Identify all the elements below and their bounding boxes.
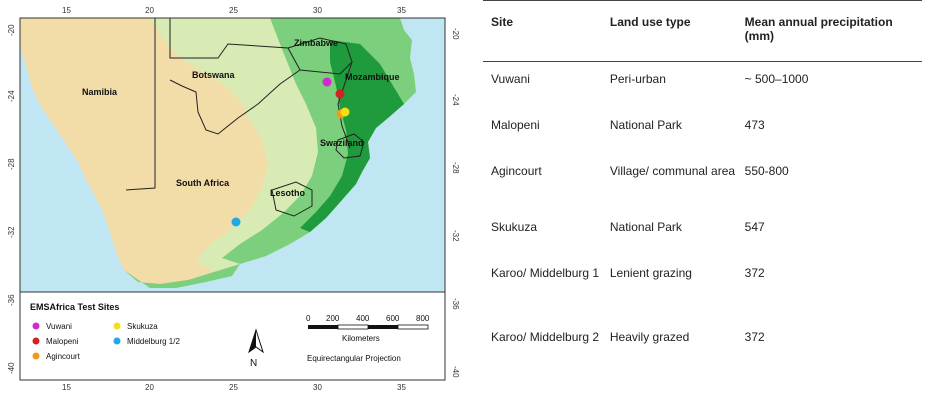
scale-tick: 200 — [326, 314, 340, 323]
table-row: Skukuza National Park 547 — [483, 210, 922, 256]
border-botswana — [169, 18, 301, 135]
north-arrow: N — [248, 328, 264, 369]
header-land-use: Land use type — [608, 0, 744, 62]
table-row: Vuwani Peri-urban ~ 500–1000 — [483, 62, 922, 108]
lat-tick-left: -32 — [7, 226, 16, 238]
label-swaziland: Swaziland — [320, 138, 364, 148]
header-site: Site — [483, 0, 609, 62]
longitude-ticks: 15 20 25 30 35 15 20 25 30 35 — [62, 6, 406, 392]
lon-tick-top: 35 — [397, 6, 406, 15]
site-table: Site Land use type Mean annual precipita… — [483, 0, 922, 384]
map-panel: Namibia Botswana Zimbabwe Mozambique Sou… — [0, 0, 462, 393]
cell-land-use: Village/ communal area — [609, 163, 736, 178]
legend-item-malopeni: Malopeni — [46, 337, 79, 346]
legend-panel — [19, 291, 446, 381]
legend-swatch-middelburg — [113, 337, 121, 345]
label-botswana: Botswana — [192, 70, 236, 80]
lat-tick-right: -28 — [451, 162, 460, 174]
land-southern-coast — [124, 264, 240, 288]
border-mozambique — [337, 61, 353, 149]
site-table-panel: Site Land use type Mean annual precipita… — [483, 0, 928, 393]
cell-site: Karoo/ Middelburg 1 — [491, 265, 600, 280]
table-row: Malopeni National Park 473 — [483, 108, 922, 154]
latitude-ticks: -20 -24 -28 -32 -36 -40 -20 -24 -28 -32 … — [7, 24, 460, 378]
land-dense-vegetation — [300, 40, 404, 232]
scale-bar: 0 200 400 600 800 Kilometers Equirectang… — [306, 314, 430, 363]
lat-tick-left: -36 — [7, 294, 16, 306]
legend-item-vuwani: Vuwani — [46, 322, 72, 331]
label-south-africa: South Africa — [176, 178, 230, 188]
border-lesotho — [271, 181, 313, 217]
cell-site: Skukuza — [491, 219, 538, 234]
scale-tick: 0 — [306, 314, 311, 323]
cell-land-use: Lenient grazing — [609, 265, 692, 280]
table-header-row: Site Land use type Mean annual precipita… — [483, 0, 922, 62]
lat-tick-right: -40 — [451, 366, 460, 378]
lat-tick-right: -36 — [451, 298, 460, 310]
site-point-middelburg-1-2 — [231, 217, 241, 227]
projection-label: Equirectangular Projection — [307, 354, 401, 363]
label-namibia: Namibia — [82, 87, 118, 97]
map-svg: Namibia Botswana Zimbabwe Mozambique Sou… — [7, 6, 460, 392]
lat-tick-right: -32 — [451, 230, 460, 242]
table-row: Agincourt Village/ communal area 550-800 — [483, 154, 922, 210]
cell-site: Karoo/ Middelburg 2 — [491, 329, 600, 344]
legend-item-skukuza: Skukuza — [127, 322, 158, 331]
table-row: Karoo/ Middelburg 1 Lenient grazing 372 — [483, 256, 922, 320]
lon-tick-bottom: 15 — [62, 383, 71, 392]
lon-tick-top: 30 — [313, 6, 322, 15]
table-row: Karoo/ Middelburg 2 Heavily grazed 372 — [483, 320, 922, 384]
legend-swatch-malopeni — [32, 337, 40, 345]
north-label: N — [250, 358, 257, 369]
lon-tick-top: 15 — [62, 6, 71, 15]
cell-land-use: Heavily grazed — [609, 329, 690, 344]
lon-tick-bottom: 30 — [313, 383, 322, 392]
border-namibia — [125, 18, 156, 191]
cell-site: Vuwani — [491, 72, 530, 86]
cell-precip: 550-800 — [744, 163, 789, 178]
lat-tick-right: -24 — [451, 94, 460, 106]
site-point-vuwani — [322, 77, 332, 87]
scale-tick: 400 — [356, 314, 370, 323]
lat-tick-left: -40 — [7, 362, 16, 374]
scale-unit: Kilometers — [342, 334, 380, 343]
scale-tick: 600 — [386, 314, 400, 323]
lon-tick-bottom: 35 — [397, 383, 406, 392]
scale-tick: 800 — [416, 314, 430, 323]
legend-swatch-vuwani — [32, 322, 40, 330]
cell-land-use: Peri-urban — [609, 72, 666, 86]
label-lesotho: Lesotho — [270, 188, 306, 198]
site-point-malopeni — [335, 89, 345, 99]
site-points — [231, 77, 350, 227]
border-zimbabwe — [287, 37, 353, 75]
border-swaziland — [335, 133, 365, 159]
lat-tick-left: -20 — [7, 24, 16, 36]
lon-tick-bottom: 25 — [229, 383, 238, 392]
label-zimbabwe: Zimbabwe — [294, 38, 338, 48]
lon-tick-bottom: 20 — [145, 383, 154, 392]
cell-precip: 372 — [744, 265, 765, 280]
legend-title: EMSAfrica Test Sites — [30, 302, 119, 312]
cell-precip: 547 — [744, 219, 765, 234]
cell-precip: 473 — [744, 117, 765, 132]
lat-tick-left: -24 — [7, 90, 16, 102]
legend-swatch-skukuza — [113, 322, 121, 330]
lon-tick-top: 25 — [229, 6, 238, 15]
label-mozambique: Mozambique — [345, 72, 400, 82]
cell-site: Agincourt — [491, 163, 542, 178]
legend-item-middelburg: Middelburg 1/2 — [127, 337, 180, 346]
legend-item-agincourt: Agincourt — [46, 352, 81, 361]
lat-tick-left: -28 — [7, 158, 16, 170]
cell-land-use: National Park — [609, 117, 682, 132]
cell-precip: 372 — [744, 329, 765, 344]
cell-precip: ~ 500–1000 — [744, 72, 809, 86]
cell-site: Malopeni — [491, 117, 540, 132]
legend-swatch-agincourt — [32, 352, 40, 360]
lon-tick-top: 20 — [145, 6, 154, 15]
cell-land-use: National Park — [609, 219, 682, 234]
header-precip: Mean annual precipitation (mm) — [743, 0, 922, 62]
site-point-skukuza — [340, 107, 350, 117]
lat-tick-right: -20 — [451, 28, 460, 40]
